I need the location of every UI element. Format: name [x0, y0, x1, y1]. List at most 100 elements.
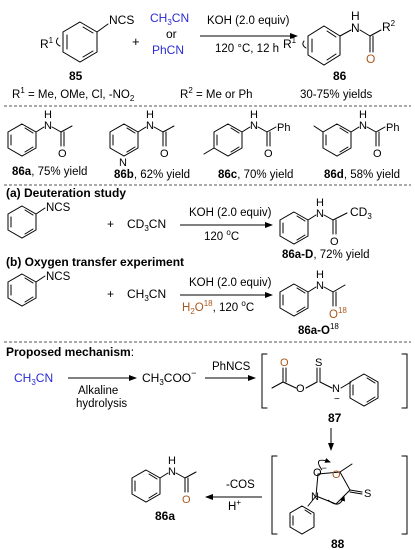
int88-left-bracket — [271, 455, 278, 535]
ncs-label: NCS — [109, 13, 134, 27]
example-86b-structure — [109, 123, 175, 157]
int88-o-minus: O− — [313, 463, 327, 479]
int88-n: N — [311, 491, 319, 503]
oxy-reagent: CH3CN — [127, 287, 166, 303]
examples-row: N H O 86a, 75% yield N N H O 86b, 62% yi… — [7, 109, 400, 181]
product-r1-label: R1 — [283, 36, 297, 51]
int87-s: S — [315, 357, 322, 369]
deut-product-h: H — [316, 197, 324, 209]
deut-reagent: CD3CN — [127, 217, 166, 233]
oxy-product-o18: O18 — [329, 306, 347, 321]
amide-n: N — [351, 21, 360, 35]
general-amide-structure — [302, 25, 382, 66]
ex-86c-n: N — [250, 120, 258, 132]
oxygen-heading: (b) Oxygen transfer experiment — [6, 255, 184, 269]
deut-product-structure — [279, 211, 348, 245]
amide-o: O — [366, 52, 375, 66]
deut-plus: + — [107, 217, 114, 231]
ex-86d-h: H — [359, 109, 367, 121]
int87-label: 87 — [328, 411, 342, 425]
acetonitrile-label: CH3CN — [150, 11, 189, 27]
mechanism-section: Proposed mechanism: CH3CN Alkaline hydro… — [6, 345, 408, 550]
amide-h: H — [351, 9, 360, 23]
int88-s: S — [364, 488, 371, 500]
ex-86c-h: H — [250, 109, 258, 121]
benzonitrile-label: PhCN — [152, 43, 184, 57]
or-label: or — [166, 27, 177, 41]
deuteration-heading: (a) Deuteration study — [6, 186, 126, 200]
ex-86d-o: O — [373, 148, 382, 160]
deut-product-cd3: CD3 — [350, 205, 372, 221]
compound-86-label: 86 — [333, 69, 347, 83]
deut-cond-bottom: 120 oC — [204, 228, 239, 243]
oxy-ncs-structure — [7, 273, 46, 307]
mechanism-heading: Proposed mechanism: — [6, 345, 134, 359]
ex-86b-n: N — [146, 120, 154, 132]
deut-cond-top: KOH (2.0 equiv) — [189, 207, 272, 219]
example-86c-structure — [203, 123, 277, 157]
oxy-plus: + — [107, 287, 114, 301]
example-86a-caption: 86a, 75% yield — [12, 166, 87, 178]
oxy-product-structure — [279, 283, 346, 317]
oxy-product-n: N — [316, 280, 324, 292]
ex-86b-o: O — [160, 148, 169, 160]
final-o: O — [182, 494, 191, 506]
intermediate-87-structure — [271, 367, 379, 407]
mech-acetate: CH3COO− — [142, 368, 196, 387]
plus-sign: + — [132, 34, 140, 49]
example-86a-structure — [7, 123, 73, 157]
oxy-product-caption: 86a-O18 — [298, 322, 339, 337]
int87-ester-o: O — [296, 383, 305, 395]
yield-range: 30-75% yields — [300, 89, 372, 101]
ex-86a-h: H — [44, 109, 52, 121]
r2-label: R2 — [382, 19, 396, 34]
oxy-product-h: H — [316, 269, 324, 281]
ex-86b-h: H — [146, 109, 154, 121]
deut-product-caption: 86a-D, 72% yield — [282, 249, 370, 261]
final-n: N — [168, 466, 176, 478]
oxy-cond-top: KOH (2.0 equiv) — [189, 277, 272, 289]
oxy-ncs-label: NCS — [46, 271, 71, 283]
conditions-top: KOH (2.0 equiv) — [207, 15, 290, 27]
int88-right-bracket — [401, 455, 408, 535]
oxygen-section: (b) Oxygen transfer experiment NCS + CH3… — [6, 255, 347, 337]
deut-ncs-label: NCS — [46, 202, 71, 214]
ex-86d-ph: Ph — [386, 122, 399, 134]
oxy-cond-bottom: H2O18, 120 oC — [182, 299, 254, 316]
example-86c-caption: 86c, 70% yield — [218, 169, 293, 181]
int87-right-bracket — [401, 353, 408, 409]
aryl-isothiocyanate-structure — [55, 21, 109, 63]
mech-acetonitrile: CH3CN — [14, 371, 53, 387]
hydrolysis-line1: Alkaline — [78, 385, 118, 397]
ex-86b-ring-n: N — [119, 157, 127, 169]
deuteration-section: (a) Deuteration study NCS + CD3CN KOH (2… — [6, 186, 372, 261]
ex-86c-ph: Ph — [277, 122, 290, 134]
example-86b-caption: 86b, 62% yield — [114, 169, 190, 181]
example-86d-structure — [313, 123, 386, 157]
proton-label: H+ — [228, 498, 241, 513]
ex-86c-o: O — [264, 148, 273, 160]
r1-definition: R1 = Me, OMe, Cl, -NO2 — [12, 86, 135, 103]
ex-86a-o: O — [58, 148, 67, 160]
general-reaction: NCS R1 85 + CH3CN or PhCN KOH (2.0 equiv… — [12, 9, 396, 103]
example-86d-caption: 86d, 58% yield — [324, 169, 400, 181]
intermediate-88-structure — [289, 458, 363, 535]
int87-carbonyl-o: O — [280, 357, 289, 369]
hydrolysis-line2: hydrolysis — [76, 398, 127, 410]
int87-n: N — [332, 383, 340, 395]
int87-left-bracket — [261, 353, 268, 409]
ex-86d-n: N — [359, 120, 367, 132]
cos-label: -COS — [226, 479, 255, 491]
int87-n-charge: − — [334, 394, 340, 405]
final-86a-structure — [131, 469, 197, 503]
ex-86a-n: N — [44, 120, 52, 132]
r2-definition: R2 = Me or Ph — [180, 86, 253, 101]
final-86a-label: 86a — [155, 509, 175, 523]
int88-ring-o: O — [332, 469, 341, 481]
deut-product-o: O — [330, 236, 339, 248]
conditions-bottom: 120 °C, 12 h — [215, 43, 279, 55]
r1-label: R1 — [40, 36, 54, 51]
int88-label: 88 — [331, 537, 345, 550]
deut-product-n: N — [316, 208, 324, 220]
